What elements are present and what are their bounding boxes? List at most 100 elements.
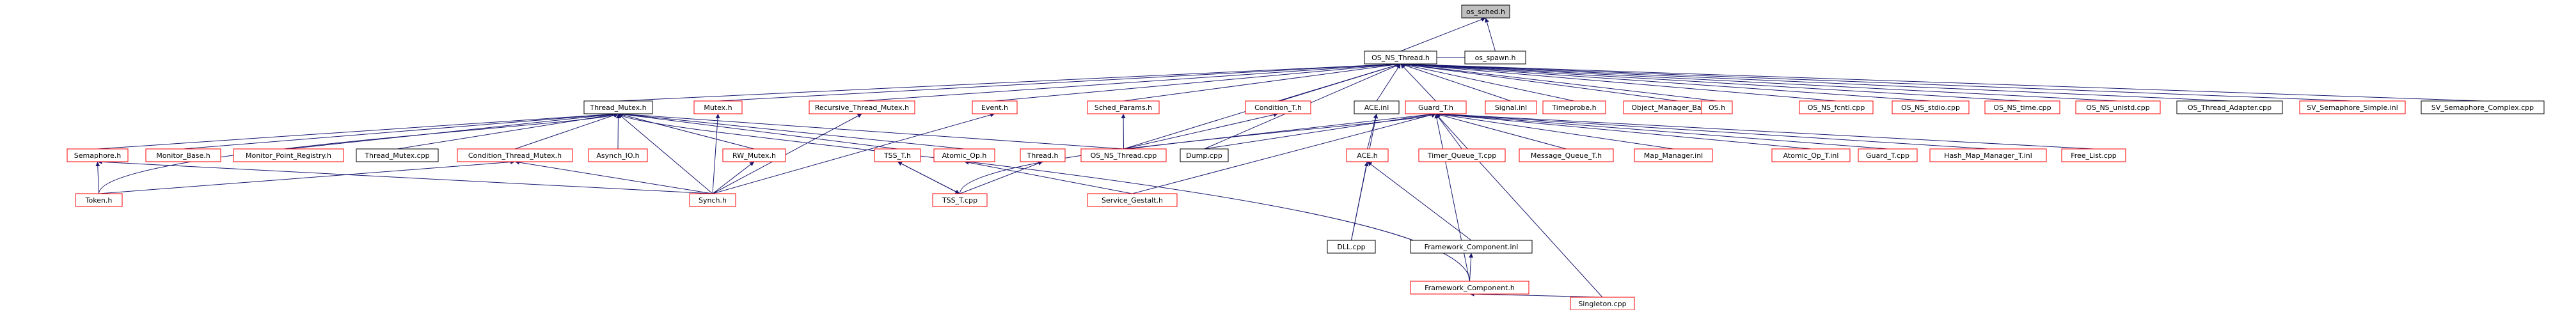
node-box <box>1858 148 1918 162</box>
node-ace_h[interactable]: ACE.h <box>1346 148 1389 162</box>
node-message_queue_t[interactable]: Message_Queue_T.h <box>1519 148 1614 162</box>
node-atomic_op_t[interactable]: Atomic_Op_T.inl <box>1771 148 1851 162</box>
node-guard_t_h[interactable]: Guard_T.h <box>1405 100 1467 114</box>
node-os_ns_thread_cpp[interactable]: OS_NS_Thread.cpp <box>1080 148 1167 162</box>
node-os_ns_stdio[interactable]: OS_NS_stdio.cpp <box>1892 100 1970 114</box>
edge-framework_component_inl-to-ace_h <box>1367 161 1472 241</box>
node-box <box>689 193 736 207</box>
node-sv_semaphore_simple[interactable]: SV_Semaphore_Simple.inl <box>2299 100 2406 114</box>
node-synch[interactable]: Synch.h <box>689 193 736 207</box>
edge-service_gestalt-to-guard_t_h <box>1132 112 1436 194</box>
node-box <box>583 100 653 114</box>
edge-os_ns_thread-to-os_sched <box>1400 17 1486 52</box>
node-box <box>1410 240 1533 254</box>
edge-os_spawn-to-os_sched <box>1485 17 1496 52</box>
edge-synch-to-recursive_thread_mutex <box>712 113 862 194</box>
node-label: Monitor_Point_Registry.h <box>246 151 331 160</box>
node-event[interactable]: Event.h <box>972 100 1018 114</box>
node-os_ns_thread[interactable]: OS_NS_Thread.h <box>1364 50 1437 65</box>
node-label: Service_Gestalt.h <box>1102 196 1163 205</box>
node-box <box>1485 100 1537 114</box>
node-asynch_io[interactable]: Asynch_IO.h <box>588 148 648 162</box>
node-label: Mutex.h <box>704 104 732 112</box>
node-monitor_point_registry[interactable]: Monitor_Point_Registry.h <box>233 148 344 162</box>
node-dump_cpp[interactable]: Dump.cpp <box>1180 148 1229 162</box>
node-tss_t_h[interactable]: TSS_T.h <box>874 148 921 162</box>
node-semaphore[interactable]: Semaphore.h <box>67 148 129 162</box>
edge-atomic_op_t-to-guard_t_h <box>1435 112 1812 150</box>
edge-rw_mutex-to-thread_mutex <box>618 112 755 150</box>
edge-atomic_op_h-to-thread_mutex <box>618 112 965 150</box>
node-box <box>1461 4 1510 19</box>
node-ace_inl[interactable]: ACE.inl <box>1354 100 1400 114</box>
edge-os_thread_adapter-to-os_ns_thread <box>1400 61 2230 102</box>
node-hash_map_manager[interactable]: Hash_Map_Manager_T.inl <box>1929 148 2047 162</box>
node-timeprobe[interactable]: Timeprobe.h <box>1542 100 1606 114</box>
node-monitor_base[interactable]: Monitor_Base.h <box>145 148 221 162</box>
node-label: TSS_T.h <box>883 151 911 160</box>
node-os_sched[interactable]: os_sched.h <box>1461 4 1510 19</box>
edge-service_gestalt-to-atomic_op_h <box>964 160 1133 194</box>
edge-ace_inl-to-os_ns_thread <box>1376 63 1401 102</box>
node-label: OS.h <box>1709 104 1725 112</box>
node-label: Timeprobe.h <box>1551 104 1596 112</box>
node-box <box>1087 193 1178 207</box>
node-recursive_thread_mutex[interactable]: Recursive_Thread_Mutex.h <box>809 100 915 114</box>
node-timer_queue_t[interactable]: Timer_Queue_T.cpp <box>1418 148 1506 162</box>
node-os_ns_time[interactable]: OS_NS_time.cpp <box>1984 100 2060 114</box>
node-box <box>1087 100 1160 114</box>
node-thread_h[interactable]: Thread.h <box>1020 148 1066 162</box>
node-os_thread_adapter[interactable]: OS_Thread_Adapter.cpp <box>2176 100 2283 114</box>
edge-synch-to-semaphore <box>97 159 713 194</box>
edge-os_ns_stdio-to-os_ns_thread <box>1400 61 1931 102</box>
node-box <box>932 193 988 207</box>
node-thread_mutex[interactable]: Thread_Mutex.h <box>583 100 653 114</box>
node-label: Condition_T.h <box>1254 104 1302 112</box>
edge-token-to-condition_thread_mutex <box>99 160 516 194</box>
node-box <box>2176 100 2283 114</box>
node-service_gestalt[interactable]: Service_Gestalt.h <box>1087 193 1178 207</box>
node-os_ns_unistd[interactable]: OS_NS_unistd.cpp <box>2075 100 2161 114</box>
node-framework_component_h[interactable]: Framework_Component.h <box>1410 281 1529 295</box>
edge-os_ns_thread_cpp-to-condition_t <box>1123 112 1279 150</box>
edge-token-to-thread_mutex <box>99 113 619 194</box>
node-label: Hash_Map_Manager_T.inl <box>1944 151 2032 160</box>
node-framework_component_inl[interactable]: Framework_Component.inl <box>1410 240 1533 254</box>
node-free_list[interactable]: Free_List.cpp <box>2061 148 2126 162</box>
node-dll_cpp[interactable]: DLL.cpp <box>1327 240 1376 254</box>
node-box <box>1080 148 1167 162</box>
node-os_spawn[interactable]: os_spawn.h <box>1464 50 1526 65</box>
edge-sv_semaphore_simple-to-os_ns_thread <box>1400 61 2353 102</box>
node-box <box>1245 100 1311 114</box>
node-box <box>67 148 129 162</box>
edge-os_ns_fcntl-to-os_ns_thread <box>1400 62 1837 102</box>
node-thread_mutex_cpp[interactable]: Thread_Mutex.cpp <box>356 148 439 162</box>
node-condition_thread_mutex[interactable]: Condition_Thread_Mutex.h <box>457 148 573 162</box>
edge-singleton-to-framework_component_h <box>1469 291 1603 298</box>
node-os_ns_fcntl[interactable]: OS_NS_fcntl.cpp <box>1799 100 1874 114</box>
edge-map_manager-to-guard_t_h <box>1435 112 1674 150</box>
node-guard_t_cpp[interactable]: Guard_T.cpp <box>1858 148 1918 162</box>
edges-layer <box>95 17 2483 298</box>
node-map_manager[interactable]: Map_Manager.inl <box>1634 148 1713 162</box>
edge-condition_thread_mutex-to-thread_mutex <box>514 112 619 150</box>
node-label: Map_Manager.inl <box>1644 151 1703 160</box>
node-label: Synch.h <box>699 196 727 205</box>
node-os_h[interactable]: OS.h <box>1701 100 1733 114</box>
node-sched_params[interactable]: Sched_Params.h <box>1087 100 1160 114</box>
node-rw_mutex[interactable]: RW_Mutex.h <box>722 148 786 162</box>
node-sv_semaphore_complex[interactable]: SV_Semaphore_Complex.cpp <box>2421 100 2545 114</box>
node-mutex[interactable]: Mutex.h <box>693 100 743 114</box>
node-atomic_op_h[interactable]: Atomic_Op.h <box>933 148 995 162</box>
node-condition_t[interactable]: Condition_T.h <box>1245 100 1311 114</box>
node-label: Semaphore.h <box>74 151 121 160</box>
node-singleton[interactable]: Singleton.cpp <box>1570 297 1635 310</box>
node-token[interactable]: Token.h <box>75 193 123 207</box>
node-tss_t_cpp[interactable]: TSS_T.cpp <box>932 193 988 207</box>
node-signal_inl[interactable]: Signal.inl <box>1485 100 1537 114</box>
node-label: Thread_Mutex.cpp <box>364 151 429 160</box>
node-label: SV_Semaphore_Complex.cpp <box>2431 104 2534 112</box>
node-label: Recursive_Thread_Mutex.h <box>815 104 909 112</box>
node-box <box>809 100 915 114</box>
node-box <box>933 148 995 162</box>
